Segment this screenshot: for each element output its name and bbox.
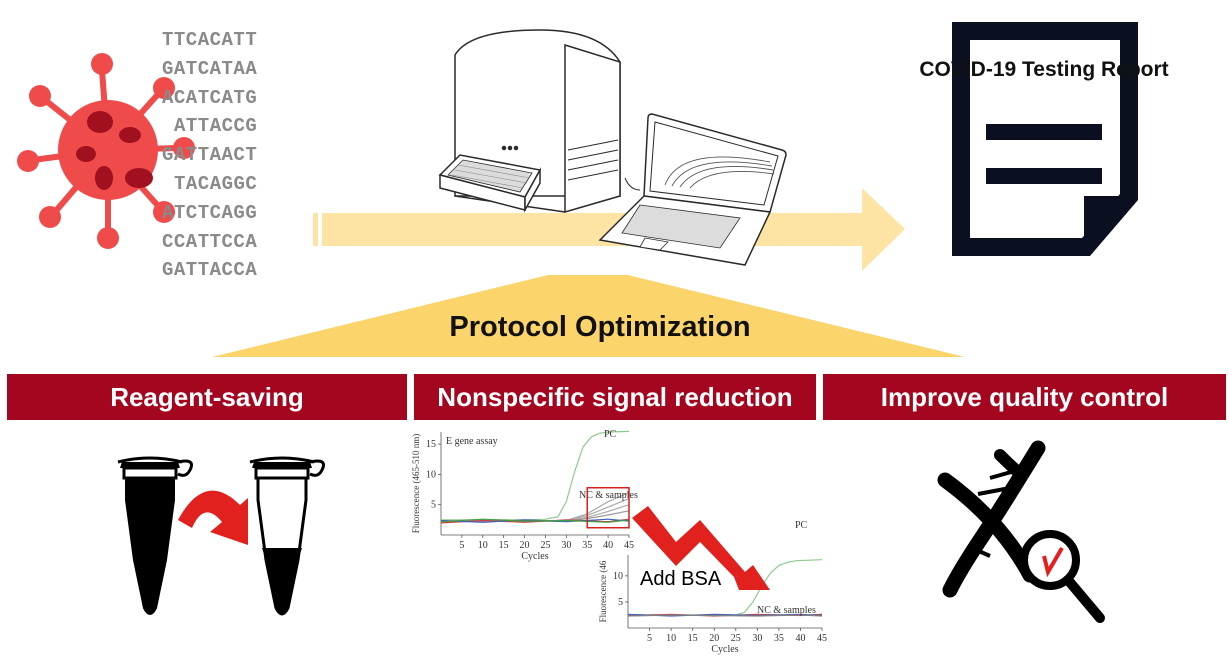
- x-tick-label: 10: [478, 540, 488, 551]
- sequence-line: TTCACATT: [162, 29, 258, 51]
- report-title: COVID-19 Testing Report: [919, 58, 1169, 81]
- x-tick-label: 5: [647, 633, 652, 644]
- sequence-line: TACAGGC: [174, 172, 258, 195]
- x-tick-label: 30: [752, 633, 762, 644]
- report-document-icon: [952, 22, 1138, 256]
- series-line: [628, 559, 823, 616]
- protocol-title: Protocol Optimization: [449, 311, 751, 343]
- series-line: [440, 518, 630, 523]
- series-line: [441, 430, 630, 521]
- reagent-saving-band: Reagent-saving: [7, 374, 407, 420]
- x-tick-label: 40: [795, 633, 805, 644]
- tube-reduced-icon: [249, 456, 325, 616]
- sequence-line: GATTAACT: [162, 144, 258, 167]
- chart-annotation: NC & samples: [579, 490, 638, 501]
- quality-control-band: Improve quality control: [823, 374, 1226, 420]
- workflow-arrow: [313, 188, 905, 271]
- x-tick-label: 15: [499, 540, 509, 551]
- dna-sequence: TTCACATT GATCATAA ACATCATG ATTACCG GATTA…: [162, 26, 257, 285]
- y-tick-label: 5: [618, 597, 623, 608]
- chart-title: E gene assay: [446, 436, 498, 447]
- x-tick-label: 45: [624, 540, 634, 551]
- sequence-line: GATTACCA: [162, 259, 258, 282]
- sequence-line: ATCTCAGG: [162, 201, 258, 224]
- x-axis-label: Cycles: [711, 644, 738, 655]
- x-tick-label: 30: [561, 540, 571, 551]
- x-axis-label: Cycles: [521, 551, 548, 562]
- laptop-icon: [598, 113, 787, 266]
- sequence-line: CCATTCCA: [162, 230, 258, 253]
- chart-annotation: PC: [795, 520, 808, 531]
- series-line: [627, 614, 823, 617]
- sequence-line: ATTACCG: [174, 115, 258, 138]
- zigzag-red-arrow-icon: [632, 506, 770, 590]
- dna-magnifier-icon: [937, 440, 1105, 623]
- protocol-trapezoid: [212, 275, 965, 357]
- x-tick-label: 35: [774, 633, 784, 644]
- add-bsa-label: Add BSA: [640, 568, 722, 590]
- x-tick-label: 25: [731, 633, 741, 644]
- series-line: [441, 504, 630, 522]
- x-tick-label: 5: [459, 540, 464, 551]
- pcr-instrument-icon: [438, 29, 641, 213]
- y-axis-label: Fluorescence (465-510 nm): [411, 434, 421, 533]
- y-tick-label: 10: [426, 469, 436, 480]
- series-line: [440, 498, 630, 522]
- chart-annotation: NC & samples: [757, 605, 816, 616]
- y-tick-label: 5: [431, 500, 436, 511]
- y-tick-label: 10: [613, 571, 623, 582]
- x-tick-label: 10: [666, 633, 676, 644]
- sequence-line: ACATCATG: [162, 86, 258, 109]
- tube-full-icon: [117, 456, 193, 615]
- y-axis-label: Fluorescence (46: [598, 560, 608, 622]
- x-tick-label: 20: [520, 540, 530, 551]
- nonspecific-signal-band: Nonspecific signal reduction: [414, 374, 816, 420]
- highlight-box: [586, 486, 630, 529]
- sequence-line: GATCATAA: [162, 57, 258, 80]
- x-tick-label: 40: [603, 540, 613, 551]
- x-tick-label: 45: [817, 633, 827, 644]
- curved-red-arrow-icon: [178, 490, 248, 545]
- y-tick-label: 15: [426, 439, 436, 450]
- x-tick-label: 35: [582, 540, 592, 551]
- x-tick-label: 15: [688, 633, 698, 644]
- virus-icon: [17, 53, 195, 249]
- x-tick-label: 20: [709, 633, 719, 644]
- chart-annotation: PC: [604, 429, 617, 440]
- x-tick-label: 25: [540, 540, 550, 551]
